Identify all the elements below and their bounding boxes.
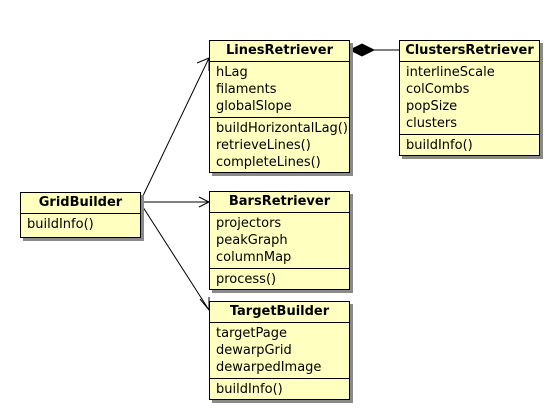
class-gridbuilder[interactable]: GridBuilder buildInfo()	[20, 192, 141, 238]
attributes-compartment: hLag filaments globalSlope	[210, 62, 349, 118]
operation: buildInfo()	[406, 138, 473, 153]
class-name: BarsRetriever	[210, 192, 349, 213]
attribute: clusters	[406, 116, 457, 131]
attribute: colCombs	[406, 82, 470, 97]
operations-compartment: buildHorizontalLag() retrieveLines() com…	[210, 118, 349, 173]
operation: buildInfo()	[216, 382, 283, 397]
attributes-compartment: targetPage dewarpGrid dewarpedImage	[210, 323, 349, 379]
class-clustersretriever[interactable]: ClustersRetriever interlineScale colComb…	[399, 40, 540, 156]
operations-compartment: buildInfo()	[21, 214, 140, 235]
attribute: filaments	[216, 82, 277, 97]
attribute: globalSlope	[216, 99, 292, 114]
attribute: hLag	[216, 65, 248, 80]
attribute: columnMap	[216, 250, 292, 265]
operations-compartment: buildInfo()	[210, 379, 349, 400]
arrowhead-linesretriever	[196, 57, 210, 71]
operations-compartment: process()	[210, 269, 349, 290]
operation: process()	[216, 272, 277, 287]
composition-diamond	[348, 43, 376, 57]
class-name: TargetBuilder	[210, 302, 349, 323]
attribute: targetPage	[216, 326, 287, 341]
attribute: popSize	[406, 99, 458, 114]
class-name: ClustersRetriever	[400, 41, 539, 62]
class-name: LinesRetriever	[210, 41, 349, 62]
attribute: dewarpedImage	[216, 360, 322, 375]
attribute: dewarpGrid	[216, 343, 292, 358]
operation: buildInfo()	[27, 217, 94, 232]
operation: retrieveLines()	[216, 138, 311, 153]
attributes-compartment: interlineScale colCombs popSize clusters	[400, 62, 539, 135]
class-targetbuilder[interactable]: TargetBuilder targetPage dewarpGrid dewa…	[209, 301, 350, 400]
class-linesretriever[interactable]: LinesRetriever hLag filaments globalSlop…	[209, 40, 350, 173]
operation: buildHorizontalLag()	[216, 121, 348, 136]
class-barsretriever[interactable]: BarsRetriever projectors peakGraph colum…	[209, 191, 350, 290]
class-name: GridBuilder	[21, 193, 140, 214]
association-gridbuilder-targetbuilder	[140, 203, 210, 311]
operation: completeLines()	[216, 155, 321, 170]
attribute: projectors	[216, 216, 282, 231]
attribute: peakGraph	[216, 233, 288, 248]
attribute: interlineScale	[406, 65, 495, 80]
attributes-compartment: projectors peakGraph columnMap	[210, 213, 349, 269]
association-gridbuilder-linesretriever	[140, 57, 210, 201]
operations-compartment: buildInfo()	[400, 135, 539, 156]
